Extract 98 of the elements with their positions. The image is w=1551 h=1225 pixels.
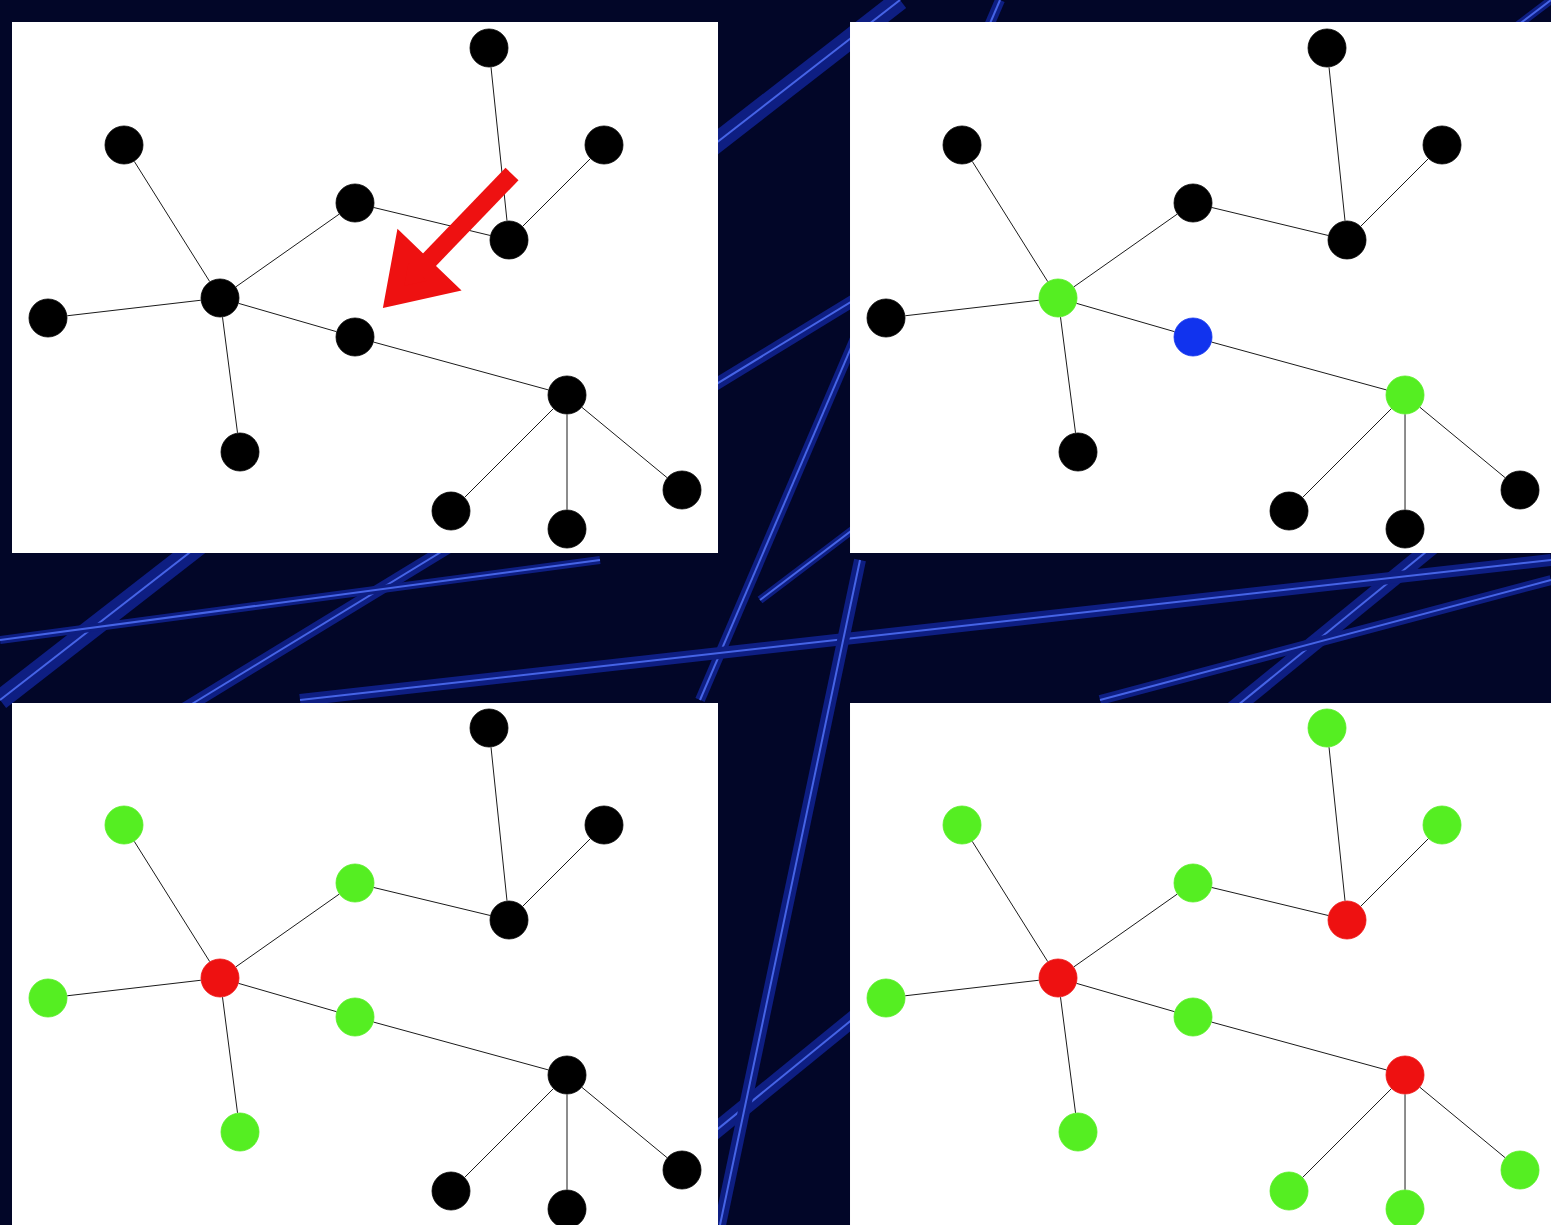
graph-node — [200, 958, 240, 998]
graph-edge — [222, 316, 238, 434]
graph-edge — [1076, 302, 1175, 333]
graph-edge — [1076, 982, 1175, 1013]
graph-node — [1422, 125, 1462, 165]
graph-node — [547, 509, 587, 549]
graph-edge — [1211, 341, 1387, 391]
graph-edge — [1328, 66, 1346, 222]
graph-node — [1385, 509, 1425, 549]
graph-edge — [66, 299, 202, 317]
graph-node — [1173, 863, 1213, 903]
graph-edge — [522, 158, 591, 227]
graph-edge — [464, 1088, 554, 1178]
graph-edge — [1060, 996, 1076, 1114]
graph-node — [28, 298, 68, 338]
graph-node — [431, 1171, 471, 1211]
graph-edge — [581, 406, 668, 479]
graph-edge — [581, 1086, 668, 1159]
graph-node — [1058, 432, 1098, 472]
graph-edge — [238, 302, 337, 333]
graph-edge — [1419, 1086, 1506, 1159]
graph-node — [200, 278, 240, 318]
graph-node — [1327, 900, 1367, 940]
graph-edge — [490, 746, 508, 902]
graph-node — [547, 1189, 587, 1225]
graph-edge — [1060, 316, 1076, 434]
graph-edge — [1404, 1093, 1406, 1191]
graph-node — [1500, 470, 1540, 510]
graph-node — [662, 1150, 702, 1190]
graph-node — [1422, 805, 1462, 845]
graph-edge — [1302, 408, 1392, 498]
graph-edge — [971, 841, 1049, 963]
graph-edge — [522, 838, 591, 907]
graph-node — [547, 1055, 587, 1095]
graph-node — [866, 298, 906, 338]
graph-node — [469, 708, 509, 748]
graph-node — [469, 28, 509, 68]
graph-node — [584, 805, 624, 845]
graph-edge — [133, 841, 211, 963]
graph-node — [866, 978, 906, 1018]
graph-edge — [464, 408, 554, 498]
graph-edge — [971, 161, 1049, 282]
graph-edge — [373, 341, 549, 391]
graph-edge — [1419, 406, 1506, 479]
graph-edge — [1302, 1088, 1392, 1178]
graph-node — [1058, 1112, 1098, 1152]
graph-node — [28, 978, 68, 1018]
graph-node — [1385, 1189, 1425, 1225]
graph-node — [1327, 220, 1367, 260]
graph-edge — [66, 979, 202, 997]
graph-edge — [1328, 746, 1346, 902]
graph-edge — [566, 1093, 568, 1191]
graph-node — [662, 470, 702, 510]
graph-node — [431, 491, 471, 531]
graph-edge — [373, 1021, 549, 1071]
graph-node — [220, 432, 260, 472]
graph-node — [1269, 491, 1309, 531]
graph-edge — [222, 996, 238, 1114]
graph-edge — [1360, 158, 1429, 227]
graph-edge — [1211, 207, 1329, 236]
graph-edge — [1073, 213, 1178, 288]
graph-edge — [238, 982, 337, 1013]
graph-edge — [904, 979, 1040, 997]
graph-node — [1269, 1171, 1309, 1211]
graph-edge — [1211, 1021, 1387, 1071]
graph-node — [1385, 1055, 1425, 1095]
graph-node — [489, 900, 529, 940]
graph-node — [1385, 375, 1425, 415]
graph-node — [335, 997, 375, 1037]
graph-node — [335, 863, 375, 903]
graph-edge — [904, 299, 1040, 317]
graph-node — [1307, 28, 1347, 68]
graph-node — [220, 1112, 260, 1152]
graph-edge — [235, 893, 340, 968]
graph-node — [335, 183, 375, 223]
graph-node — [547, 375, 587, 415]
graph-node — [942, 805, 982, 845]
graph-node — [1173, 183, 1213, 223]
graph-edge — [1211, 887, 1329, 916]
graph-node — [335, 317, 375, 357]
graph-edge — [566, 413, 568, 511]
graph-node — [1038, 958, 1078, 998]
graph-node — [1173, 997, 1213, 1037]
graph-node — [1500, 1150, 1540, 1190]
graph-edge — [1073, 893, 1178, 968]
graph-edge — [373, 887, 491, 916]
graph-node — [104, 805, 144, 845]
graph-node — [489, 220, 529, 260]
graph-node — [1173, 317, 1213, 357]
graph-node — [1038, 278, 1078, 318]
graph-node — [942, 125, 982, 165]
graph-node — [104, 125, 144, 165]
graph-edge — [1360, 838, 1429, 907]
graph-edge — [1404, 413, 1406, 511]
graph-edge — [235, 213, 340, 288]
graph-node — [1307, 708, 1347, 748]
graph-node — [584, 125, 624, 165]
graph-edge — [133, 161, 211, 282]
